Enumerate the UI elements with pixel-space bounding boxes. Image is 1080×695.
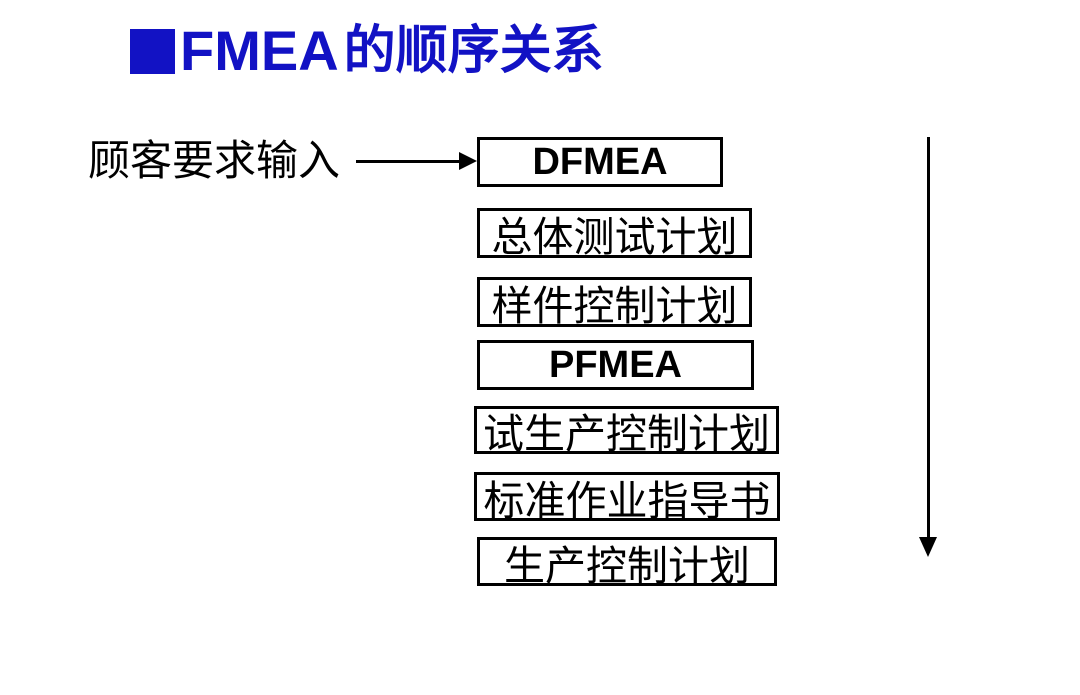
- flow-box-label: 总体测试计划: [491, 214, 738, 260]
- flow-box-production-control-plan: 生产控制计划: [477, 537, 777, 589]
- right-arrow-icon: [459, 152, 477, 170]
- flow-box-pfmea: PFMEA: [477, 340, 754, 390]
- flow-box-standard-work-instruction: 标准作业指导书: [474, 472, 780, 524]
- title-latin-text: FMEA: [180, 19, 339, 82]
- flow-box-label: 生产控制计划: [504, 542, 750, 589]
- flow-box-dfmea: DFMEA: [477, 137, 723, 187]
- square-bullet-icon: [130, 28, 175, 74]
- flow-box-label: 标准作业指导书: [483, 477, 771, 524]
- flow-box-label: 试生产控制计划: [483, 411, 770, 457]
- flow-box-label: PFMEA: [549, 343, 682, 386]
- flow-box-overall-test-plan: 总体测试计划: [477, 208, 752, 260]
- flow-box-pre-launch-control-plan: 试生产控制计划: [474, 406, 779, 457]
- down-arrow-icon: [919, 537, 937, 557]
- customer-input-label: 顾客要求输入: [88, 139, 341, 185]
- flow-box-label: DFMEA: [532, 140, 668, 183]
- right-arrow-shaft: [356, 160, 462, 163]
- title-cjk-text: 的顺序关系: [343, 22, 604, 80]
- down-arrow-shaft: [927, 137, 930, 540]
- flow-box-label: 样件控制计划: [491, 283, 738, 329]
- flow-box-prototype-control-plan: 样件控制计划: [477, 277, 752, 329]
- page-title: FMEA 的顺序关系: [130, 22, 604, 80]
